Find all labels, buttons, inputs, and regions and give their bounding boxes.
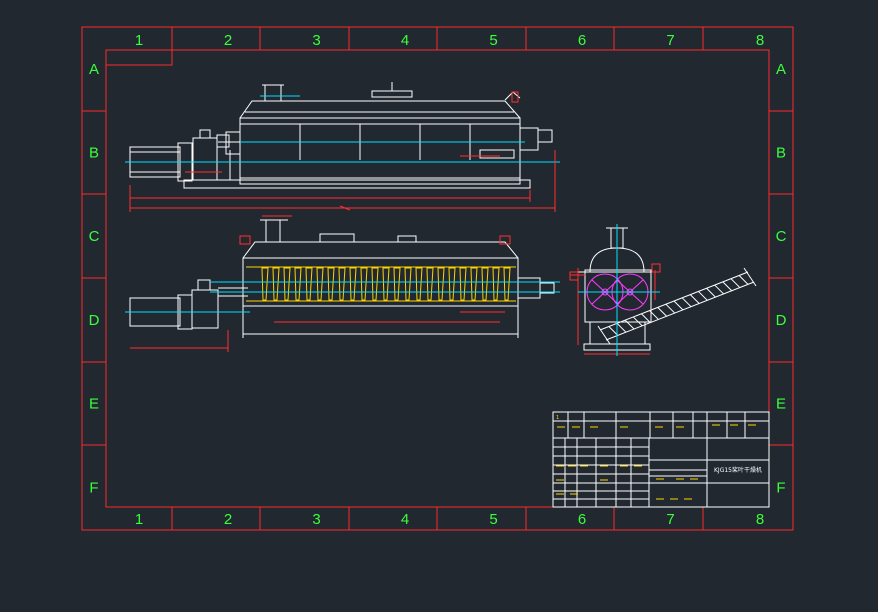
top-plan-centerlines xyxy=(125,281,560,313)
zone-row-left-B: B xyxy=(89,145,99,162)
zone-row-left-E: E xyxy=(89,396,99,413)
top-plan-view xyxy=(129,219,555,338)
front-elevation-centerlines xyxy=(125,95,560,163)
top-plan-dimensions xyxy=(130,215,511,352)
zone-col-bottom-5: 5 xyxy=(489,511,497,528)
zone-row-right-A: A xyxy=(776,61,786,78)
zone-row-right-B: B xyxy=(776,145,786,162)
drawing-frame xyxy=(81,26,794,531)
zone-col-top-5: 5 xyxy=(489,32,497,49)
feed-inlet xyxy=(264,84,282,102)
zone-col-bottom-7: 7 xyxy=(666,511,674,528)
zone-row-right-E: E xyxy=(776,396,786,413)
zone-col-top-6: 6 xyxy=(578,32,586,49)
zone-col-bottom-1: 1 xyxy=(135,511,143,528)
zone-col-bottom-2: 2 xyxy=(224,511,232,528)
zone-row-left-F: F xyxy=(89,480,98,497)
zone-row-left-C: C xyxy=(89,228,100,245)
zone-row-left-A: A xyxy=(89,61,99,78)
zone-col-bottom-4: 4 xyxy=(401,511,409,528)
side-section-centerlines xyxy=(578,224,660,356)
zone-row-right-F: F xyxy=(776,480,785,497)
title-block-annotations xyxy=(556,424,756,500)
drawing-name: KJG15桨叶干燥机 xyxy=(714,466,762,474)
zone-col-top-4: 4 xyxy=(401,32,409,49)
zone-col-bottom-3: 3 xyxy=(312,511,320,528)
gearbox xyxy=(192,137,218,181)
zone-col-top-3: 3 xyxy=(312,32,320,49)
zone-row-right-D: D xyxy=(776,312,787,329)
zone-col-bottom-6: 6 xyxy=(578,511,586,528)
title-block-row-marker: 1 xyxy=(556,415,559,421)
zone-col-bottom-8: 8 xyxy=(756,511,764,528)
zone-col-top-8: 8 xyxy=(756,32,764,49)
zone-col-top-2: 2 xyxy=(224,32,232,49)
front-elevation-dimensions xyxy=(129,91,556,212)
title-block xyxy=(552,411,770,508)
zone-row-left-D: D xyxy=(89,312,100,329)
base-frame xyxy=(183,179,531,189)
screw-conveyor xyxy=(597,267,757,345)
paddle-shaft xyxy=(246,266,516,302)
zone-col-top-7: 7 xyxy=(666,32,674,49)
vessel-body xyxy=(239,117,521,185)
zone-row-right-C: C xyxy=(776,228,787,245)
zone-col-top-1: 1 xyxy=(135,32,143,49)
